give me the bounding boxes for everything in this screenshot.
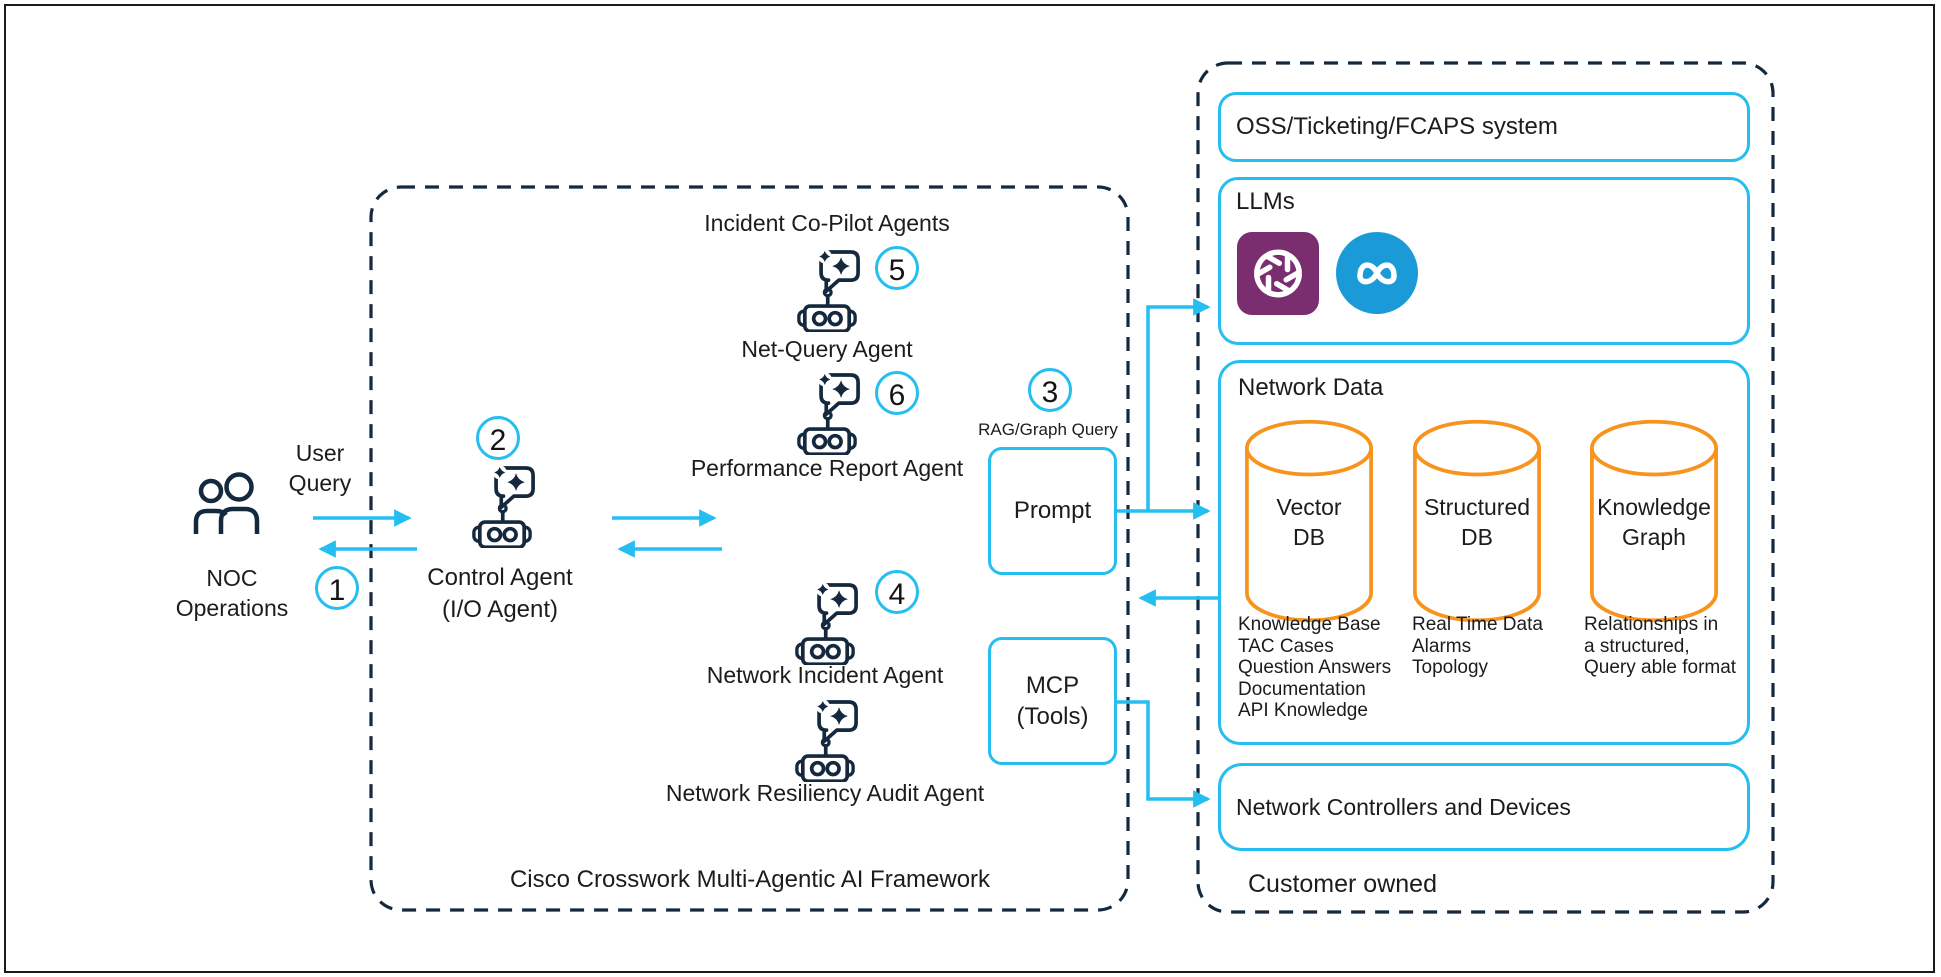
performance-report-agent-robot-icon <box>797 372 860 455</box>
outer-frame <box>4 4 1935 973</box>
net-query-agent-label: Net-Query Agent <box>741 336 913 362</box>
mcp-to-controllers-arrow <box>1117 700 1211 808</box>
knowledge-graph-label: Knowledge Graph <box>1597 494 1711 550</box>
noc-operations-people-icon <box>196 475 257 535</box>
mcp-tools-label: MCP (Tools) <box>1016 672 1089 730</box>
llms-label: LLMs <box>1236 188 1295 215</box>
step-2-badge: 2 <box>476 416 520 460</box>
rag-graph-query-label: RAG/Graph Query <box>978 420 1118 439</box>
vector-db-label: Vector DB <box>1276 494 1342 550</box>
copilot-agents-title: Incident Co-Pilot Agents <box>704 210 950 236</box>
step-1-badge: 1 <box>315 566 359 610</box>
structured-db-details: Real Time Data Alarms Topology <box>1412 614 1543 678</box>
oss-ticketing-label: OSS/Ticketing/FCAPS system <box>1236 113 1558 140</box>
customer-owned-label: Customer owned <box>1248 870 1437 898</box>
oss-ticketing-box <box>1218 92 1750 162</box>
step-5-badge: 5 <box>875 246 919 290</box>
step-4-badge: 4 <box>875 570 919 614</box>
control-agent-label: Control Agent (I/O Agent) <box>427 564 573 623</box>
network-data-title: Network Data <box>1238 374 1384 401</box>
customer-zone-border <box>1196 61 1775 914</box>
performance-report-agent-label: Performance Report Agent <box>690 455 964 481</box>
mcp-tools-box <box>988 637 1117 765</box>
knowledge-graph-details: Relationships in a structured, Query abl… <box>1584 614 1737 678</box>
network-controllers-box <box>1218 763 1750 851</box>
prompt-label: Prompt <box>1013 497 1092 524</box>
network-resiliency-agent-robot-icon <box>795 699 858 782</box>
network-controllers-label: Network Controllers and Devices <box>1236 793 1571 820</box>
vector-db-details: Knowledge Base TAC Cases Question Answer… <box>1238 614 1392 721</box>
user-query-label: User Query <box>288 440 352 496</box>
control-agent-robot-icon <box>472 465 535 548</box>
openai-logo-icon <box>1237 232 1319 315</box>
meta-logo-icon <box>1336 232 1418 314</box>
structured-db-label: Structured DB <box>1423 494 1531 550</box>
prompt-box <box>988 447 1117 575</box>
step-6-badge: 6 <box>875 371 919 415</box>
network-resiliency-agent-label: Network Resiliency Audit Agent <box>665 780 985 806</box>
noc-operations-label: NOC Operations <box>175 565 289 621</box>
network-incident-agent-label: Network Incident Agent <box>706 662 944 688</box>
prompt-to-llms-arrow <box>1146 298 1211 511</box>
step-3-badge: 3 <box>1028 368 1072 412</box>
framework-title: Cisco Crosswork Multi-Agentic AI Framewo… <box>509 866 991 893</box>
network-incident-agent-robot-icon <box>795 582 858 665</box>
net-query-agent-robot-icon <box>797 249 860 332</box>
